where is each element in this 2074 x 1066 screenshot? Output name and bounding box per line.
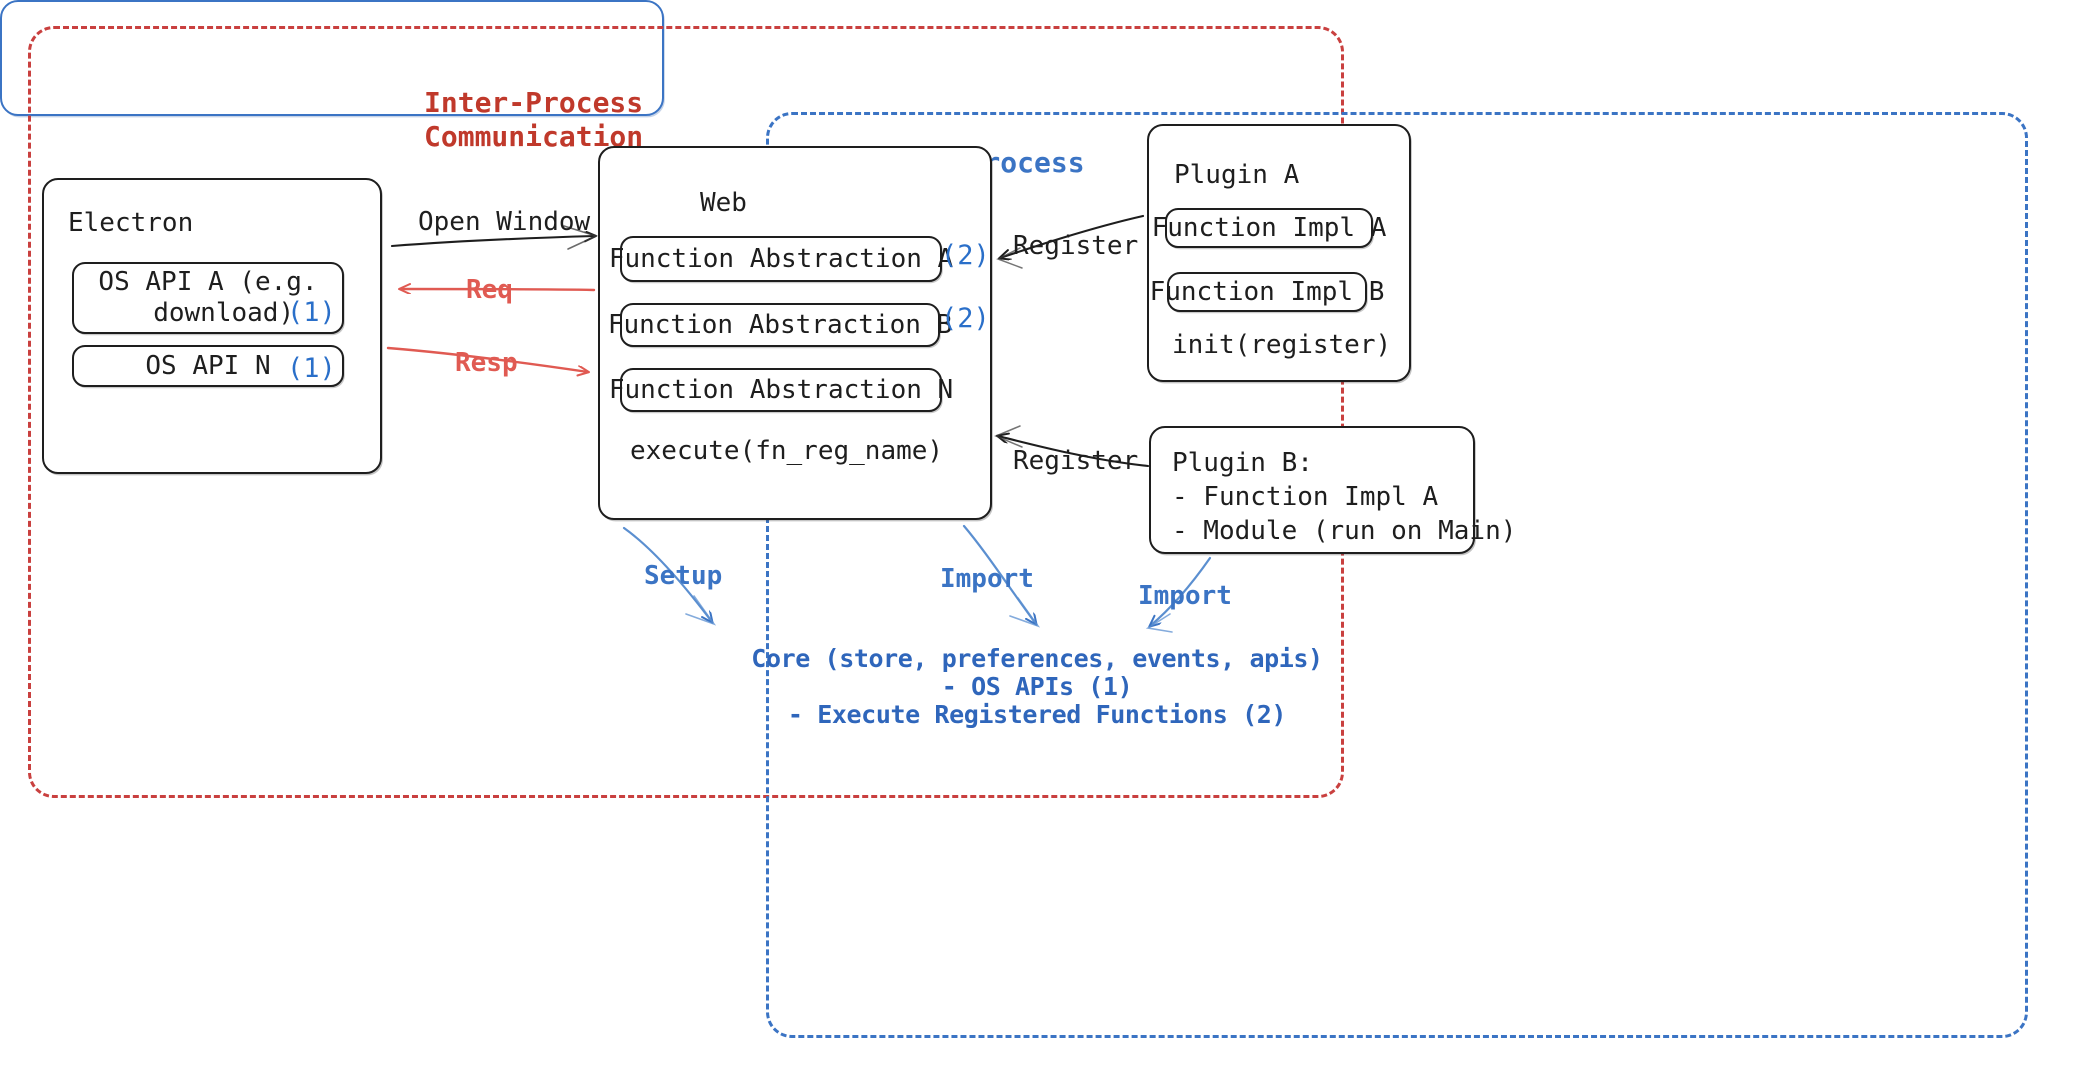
function-abstraction-a[interactable]: Function Abstraction A: [609, 236, 953, 282]
core-line-execute-registered: - Execute Registered Functions (2): [787, 700, 1287, 729]
edge-label-register-plugin-a: Register: [1013, 231, 1139, 261]
edge-label-req: Req: [466, 275, 513, 305]
edge-label-setup: Setup: [644, 561, 723, 591]
edge-label-open-window: Open Window: [418, 207, 591, 237]
plugin-b-item-function-impl-a: - Function Impl A: [1172, 482, 1439, 512]
os-api-a-marker: (1): [287, 297, 336, 328]
function-abstraction-b[interactable]: Function Abstraction B: [608, 303, 952, 347]
plugin-b-title: Plugin B:: [1172, 448, 1313, 478]
rendering-process-zone: [766, 112, 2028, 1038]
function-abstraction-n[interactable]: Function Abstraction N: [609, 368, 953, 412]
plugin-a-title: Plugin A: [1174, 160, 1300, 190]
edge-label-register-plugin-b: Register: [1013, 446, 1139, 476]
core-line-os-apis: - OS APIs (1): [941, 672, 1133, 701]
edge-label-import-plugin-b: Import: [1138, 581, 1232, 611]
plugin-a-init-label: init(register): [1172, 330, 1392, 360]
os-api-n-marker: (1): [287, 353, 336, 384]
plugin-b-node[interactable]: [1149, 426, 1475, 554]
edge-label-resp: Resp: [455, 348, 518, 378]
function-abstraction-a-marker: (2): [941, 240, 990, 271]
electron-title: Electron: [68, 208, 194, 238]
os-api-n-item[interactable]: OS API N: [72, 345, 344, 387]
ipc-zone: [28, 26, 1344, 798]
web-title: Web: [700, 188, 747, 218]
plugin-a-node[interactable]: [1147, 124, 1411, 382]
function-abstraction-b-marker: (2): [941, 303, 990, 334]
os-api-a-item[interactable]: OS API A (e.g. download): [72, 262, 344, 334]
plugin-a-function-impl-a[interactable]: Function Impl A: [1152, 208, 1386, 248]
plugin-b-item-module: - Module (run on Main): [1172, 516, 1517, 546]
core-line-main: Core (store, preferences, events, apis): [751, 644, 1323, 673]
plugin-a-function-impl-b[interactable]: Function Impl B: [1150, 272, 1384, 312]
web-execute-label: execute(fn_reg_name): [630, 436, 944, 466]
core-node[interactable]: [0, 0, 664, 116]
ipc-zone-label: Inter-Process Communication: [424, 86, 644, 154]
edge-label-import-web: Import: [940, 564, 1034, 594]
